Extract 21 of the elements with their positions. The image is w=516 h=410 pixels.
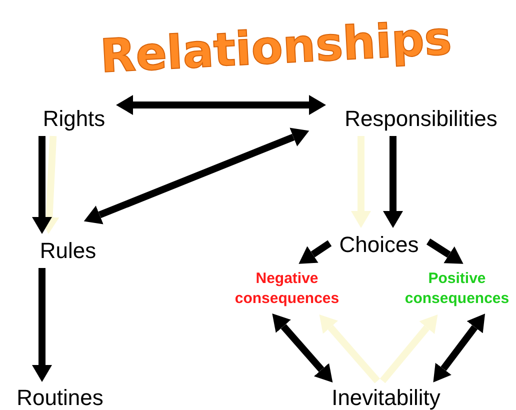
title: Relationships (98, 10, 454, 86)
arrow (351, 136, 371, 228)
arrow (116, 95, 326, 115)
arrow (383, 136, 403, 228)
node-label: Routines (16, 384, 104, 410)
arrow (319, 314, 380, 384)
arrow (84, 128, 310, 224)
node-label: Choices (339, 230, 419, 258)
arrow (272, 314, 333, 382)
arrow (32, 268, 52, 382)
arrow (380, 314, 438, 384)
node-label: Negative consequences (234, 269, 340, 309)
arrow (298, 240, 332, 264)
node-label: Inevitability (332, 384, 440, 410)
node-label: Positive consequences (404, 269, 510, 309)
node-label: Rights (42, 104, 106, 133)
arrow (426, 238, 464, 264)
arrow (433, 314, 486, 382)
node-label: Rules (40, 236, 96, 264)
arrow (32, 136, 52, 234)
node-label: Responsibilities (344, 104, 498, 133)
